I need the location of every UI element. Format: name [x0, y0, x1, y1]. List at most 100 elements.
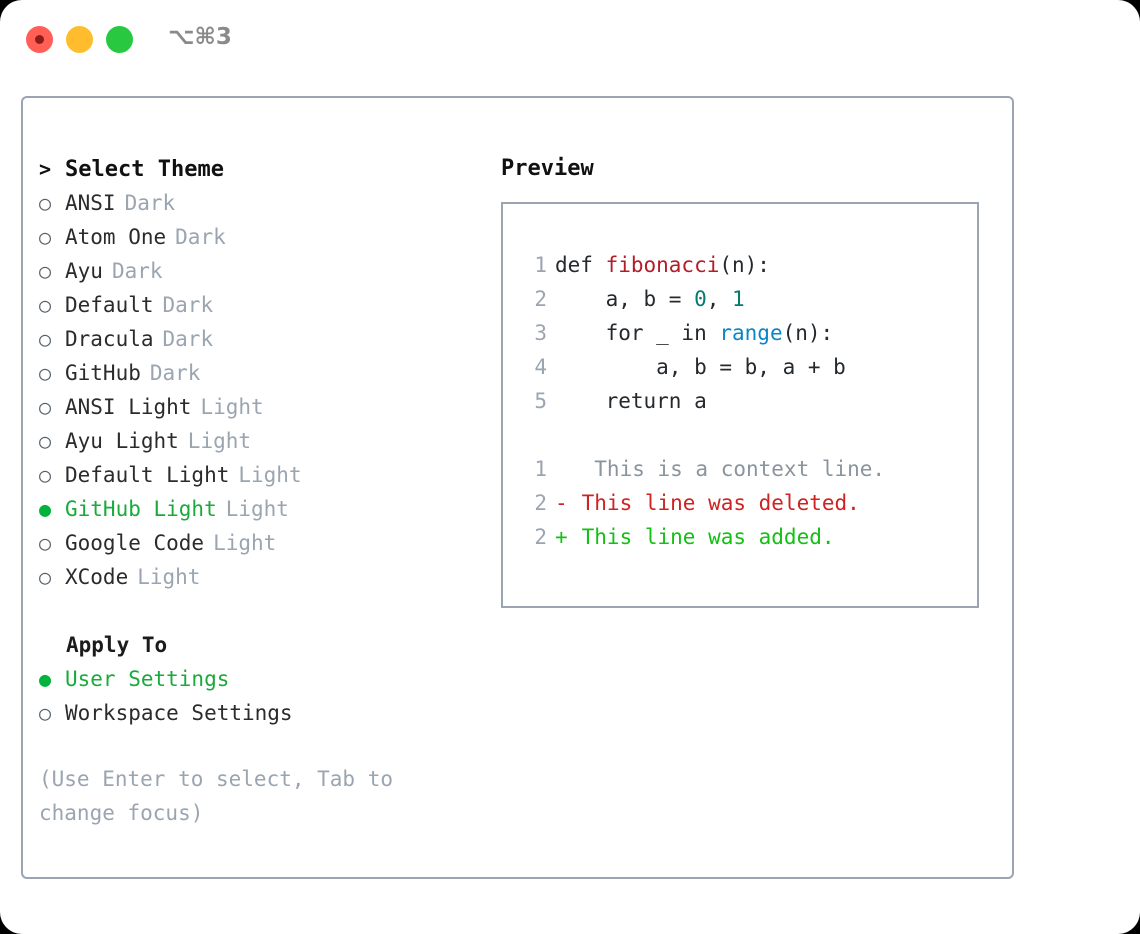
theme-list-item[interactable]: ○ Ayu Dark [39, 254, 479, 288]
code-token: , [706, 287, 733, 311]
diff-text: This line was deleted. [569, 491, 860, 515]
line-number: 3 [534, 321, 547, 345]
radio-unselected-icon: ○ [39, 395, 52, 419]
theme-name: Default Light [65, 463, 230, 487]
window-title: ⌥⌘3 [168, 24, 232, 50]
apply-to-item[interactable]: ○ Workspace Settings [39, 696, 479, 730]
code-token: (n): [719, 253, 770, 277]
line-number: 2 [534, 525, 547, 549]
theme-variant-badge: Dark [124, 191, 176, 215]
theme-name: Dracula [65, 327, 154, 351]
theme-name: Ayu [65, 259, 103, 283]
radio-unselected-icon: ○ [39, 327, 52, 351]
apply-to-label: User Settings [65, 667, 230, 691]
theme-name: XCode [65, 565, 129, 589]
theme-name: GitHub [65, 361, 141, 385]
line-number: 1 [534, 253, 547, 277]
title-bar: ⌥⌘3 [0, 0, 1140, 78]
theme-list-item[interactable]: ○ Default Light Light [39, 458, 479, 492]
radio-unselected-icon: ○ [39, 701, 52, 725]
theme-list-item[interactable]: ○ ANSI Light Light [39, 390, 479, 424]
theme-list-item[interactable]: ○ GitHub Dark [39, 356, 479, 390]
code-line: 5 return a [521, 384, 971, 418]
code-token: (n): [782, 321, 834, 345]
apply-to-label: Workspace Settings [65, 701, 293, 725]
theme-list-item[interactable]: ○ Google Code Light [39, 526, 479, 560]
zoom-window-button[interactable] [106, 26, 133, 53]
prompt-caret-icon: > [39, 157, 52, 181]
theme-variant-badge: Light [137, 565, 201, 589]
theme-list-item[interactable]: ○ ANSI Dark [39, 186, 479, 220]
theme-variant-badge: Light [213, 531, 277, 555]
theme-list-item[interactable]: ○ XCode Light [39, 560, 479, 594]
code-token: for _ in [555, 321, 720, 345]
theme-name: Ayu Light [65, 429, 179, 453]
diff-text: This line was added. [569, 525, 835, 549]
theme-name: ANSI [65, 191, 116, 215]
theme-name: Atom One [65, 225, 167, 249]
radio-selected-icon: ● [39, 667, 52, 691]
line-number: 1 [534, 457, 547, 481]
theme-variant-badge: Dark [175, 225, 226, 249]
diff-sign: - [555, 491, 568, 515]
diff-text: This is a context line. [569, 457, 886, 481]
theme-list-item[interactable]: ○ Atom One Dark [39, 220, 479, 254]
theme-variant-badge: Light [200, 395, 264, 419]
radio-unselected-icon: ○ [39, 361, 52, 385]
code-token: range [719, 321, 783, 345]
line-number: 2 [534, 287, 547, 311]
list-spacer [39, 594, 479, 628]
apply-to-list: ● User Settings ○ Workspace Settings [39, 662, 479, 730]
code-token: 1 [732, 287, 745, 311]
theme-variant-badge: Dark [149, 361, 201, 385]
diff-sign [555, 452, 569, 486]
theme-list-item[interactable]: ● GitHub Light Light [39, 492, 479, 526]
diff-line: 1 This is a context line. [521, 452, 971, 486]
code-token: def [555, 253, 606, 277]
radio-unselected-icon: ○ [39, 463, 52, 487]
close-icon [35, 35, 44, 44]
radio-unselected-icon: ○ [39, 191, 52, 215]
theme-variant-badge: Dark [162, 293, 214, 317]
minimize-window-button[interactable] [66, 26, 93, 53]
theme-name: ANSI Light [65, 395, 192, 419]
code-line: 2 a, b = 0, 1 [521, 282, 971, 316]
theme-variant-badge: Dark [162, 327, 214, 351]
theme-name: Default [65, 293, 154, 317]
theme-variant-badge: Light [187, 429, 252, 453]
line-number: 5 [534, 389, 547, 413]
theme-name: Google Code [65, 531, 205, 555]
select-theme-label: Select Theme [65, 157, 224, 182]
close-window-button[interactable] [26, 26, 53, 53]
radio-unselected-icon: ○ [39, 259, 52, 283]
theme-variant-badge: Light [225, 497, 289, 521]
diff-line: 2+ This line was added. [521, 520, 971, 554]
radio-unselected-icon: ○ [39, 531, 52, 555]
radio-selected-icon: ● [39, 497, 52, 521]
preview-title: Preview [501, 156, 594, 181]
radio-unselected-icon: ○ [39, 225, 52, 249]
select-theme-header: > Select Theme [39, 152, 479, 186]
diff-block: 1 This is a context line. 2- This line wa… [521, 452, 971, 554]
theme-variant-badge: Light [238, 463, 302, 487]
code-token: a, b = b, a + b [555, 355, 846, 379]
theme-variant-badge: Dark [111, 259, 163, 283]
line-number: 4 [534, 355, 547, 379]
code-line: 3 for _ in range(n): [521, 316, 971, 350]
theme-list-item[interactable]: ○ Dracula Dark [39, 322, 479, 356]
radio-unselected-icon: ○ [39, 565, 52, 589]
apply-to-item[interactable]: ● User Settings [39, 662, 479, 696]
code-token: 0 [694, 287, 707, 311]
apply-to-header: Apply To [66, 633, 168, 657]
code-gap [521, 418, 971, 452]
theme-name: GitHub Light [65, 497, 217, 521]
